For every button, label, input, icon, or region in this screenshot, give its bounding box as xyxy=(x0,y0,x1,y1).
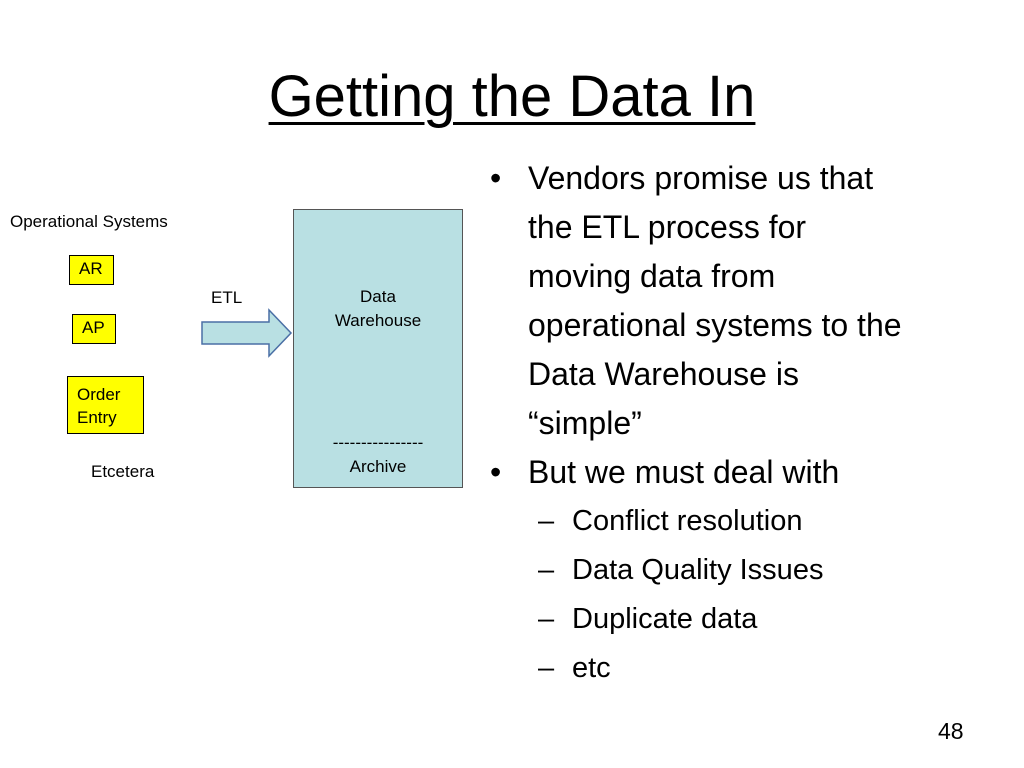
bullet-marker: • xyxy=(490,160,502,196)
archive-label: Archive xyxy=(349,457,407,476)
bullet-list: • Vendors promise us that the ETL proces… xyxy=(490,154,1010,693)
data-warehouse-title: Data Warehouse xyxy=(294,285,462,333)
system-label-ar: AR xyxy=(79,259,103,278)
sub-bullet-text: etc xyxy=(572,652,611,684)
sub-bullet-etc: – etc xyxy=(490,644,1010,693)
system-box-ar: AR xyxy=(69,255,114,285)
operational-systems-label: Operational Systems xyxy=(10,212,168,231)
etl-label: ETL xyxy=(211,288,243,307)
sub-bullet-marker: – xyxy=(538,554,555,586)
system-box-order-entry: Order Entry xyxy=(67,376,144,434)
bullet-line: But we must deal with xyxy=(528,454,840,490)
data-warehouse-title-line1: Data xyxy=(360,287,396,306)
etl-arrow-shape xyxy=(201,308,293,358)
page-number: 48 xyxy=(938,718,964,744)
bullet-line: Data Warehouse is xyxy=(528,356,799,392)
sub-bullet-text: Conflict resolution xyxy=(572,505,803,537)
system-label-order-entry: Order Entry xyxy=(77,385,121,427)
sub-bullet-marker: – xyxy=(538,505,555,537)
system-box-ap: AP xyxy=(72,314,116,344)
etl-arrow xyxy=(201,308,293,358)
bullet-line: the ETL process for xyxy=(528,209,807,245)
system-label-ap: AP xyxy=(82,318,105,337)
sub-bullet-conflict-resolution: – Conflict resolution xyxy=(490,497,1010,546)
bullet-line: Vendors promise us that xyxy=(528,160,874,196)
bullet-line: “simple” xyxy=(528,405,642,441)
bullet-line: operational systems to the xyxy=(528,307,902,343)
sub-bullet-text: Data Quality Issues xyxy=(572,554,824,586)
data-warehouse-title-line2: Warehouse xyxy=(334,311,422,330)
bullet-item-deal-with: • But we must deal with xyxy=(490,448,1010,497)
slide-title: Getting the Data In xyxy=(268,64,756,129)
sub-bullet-data-quality: – Data Quality Issues xyxy=(490,546,1010,595)
bullet-line: moving data from xyxy=(528,258,776,294)
sub-bullet-duplicate-data: – Duplicate data xyxy=(490,595,1010,644)
sub-bullet-marker: – xyxy=(538,603,555,635)
bullet-marker: • xyxy=(490,454,502,490)
data-warehouse-separator: ---------------- xyxy=(332,433,424,452)
sub-bullet-marker: – xyxy=(538,652,555,684)
etl-diagram: Operational Systems AR AP Order Entry Et… xyxy=(0,200,480,500)
data-warehouse-box: Data Warehouse ---------------- Archive xyxy=(293,209,463,488)
sub-bullet-text: Duplicate data xyxy=(572,603,758,635)
etcetera-label: Etcetera xyxy=(91,462,155,481)
bullet-item-vendors: • Vendors promise us that the ETL proces… xyxy=(490,154,1010,448)
